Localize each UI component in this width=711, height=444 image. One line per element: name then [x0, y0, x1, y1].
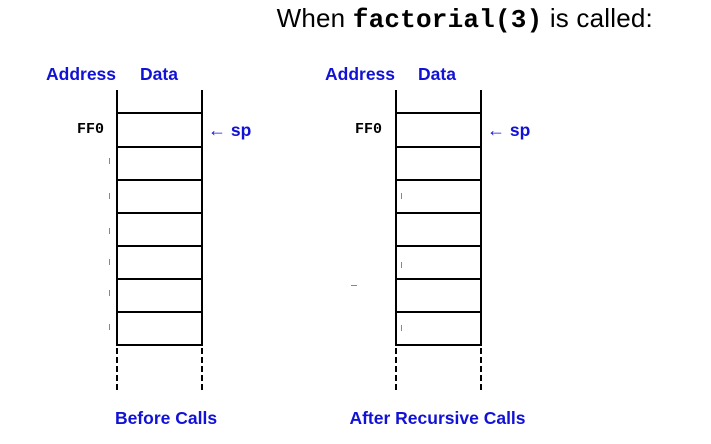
cell-mark — [401, 325, 402, 331]
stack-cell-border — [116, 212, 203, 214]
address-mark — [109, 158, 110, 164]
stack-left-continuation — [116, 348, 118, 390]
cell-mark — [401, 193, 402, 199]
stack-cell-border — [116, 112, 203, 114]
address-mark — [109, 259, 110, 265]
caption-before-calls: Before Calls — [114, 408, 218, 428]
stack-left-wall — [116, 90, 118, 346]
cell-mark — [401, 262, 402, 268]
sp-text: sp — [509, 120, 531, 140]
stack-cell-border — [395, 112, 482, 114]
stack-cell-border — [395, 278, 482, 280]
data-header: Data — [140, 64, 178, 84]
stack-left-continuation — [395, 348, 397, 390]
stack-left-wall — [395, 90, 397, 346]
sp-text: sp — [230, 120, 252, 140]
stack-cell-border — [116, 179, 203, 181]
stack-cell-border — [395, 344, 482, 346]
stack-pointer-label: ← sp — [487, 120, 530, 141]
data-header: Data — [418, 64, 456, 84]
address-label-ff0: FF0 — [355, 121, 383, 138]
left-arrow-icon: ← — [487, 120, 505, 140]
stack-cell-border — [395, 179, 482, 181]
stack-pointer-label: ← sp — [208, 120, 251, 141]
stack-cell-border — [395, 245, 482, 247]
stack-cell-border — [116, 311, 203, 313]
address-mark — [109, 228, 110, 234]
stack-right-continuation — [201, 348, 203, 390]
address-mark — [351, 285, 357, 286]
stack-cell-border — [395, 146, 482, 148]
stack-cell-border — [116, 278, 203, 280]
title-prefix: When — [276, 3, 353, 33]
address-mark — [109, 193, 110, 199]
address-mark — [109, 324, 110, 330]
stack-right-wall — [201, 90, 203, 346]
caption-after-recursive-calls: After Recursive Calls — [349, 408, 526, 428]
address-header: Address — [46, 64, 117, 84]
stack-right-continuation — [480, 348, 482, 390]
title-suffix: is called: — [542, 3, 653, 33]
address-label-ff0: FF0 — [77, 121, 105, 138]
slide-title: When factorial(3) is called: — [277, 3, 653, 35]
stack-cell-border — [395, 212, 482, 214]
address-header: Address — [325, 64, 396, 84]
stack-cell-border — [116, 344, 203, 346]
title-code: factorial(3) — [352, 5, 543, 35]
stack-cell-border — [116, 146, 203, 148]
left-arrow-icon: ← — [208, 120, 226, 140]
stack-cell-border — [116, 245, 203, 247]
stack-cell-border — [395, 311, 482, 313]
address-mark — [109, 290, 110, 296]
stack-right-wall — [480, 90, 482, 346]
